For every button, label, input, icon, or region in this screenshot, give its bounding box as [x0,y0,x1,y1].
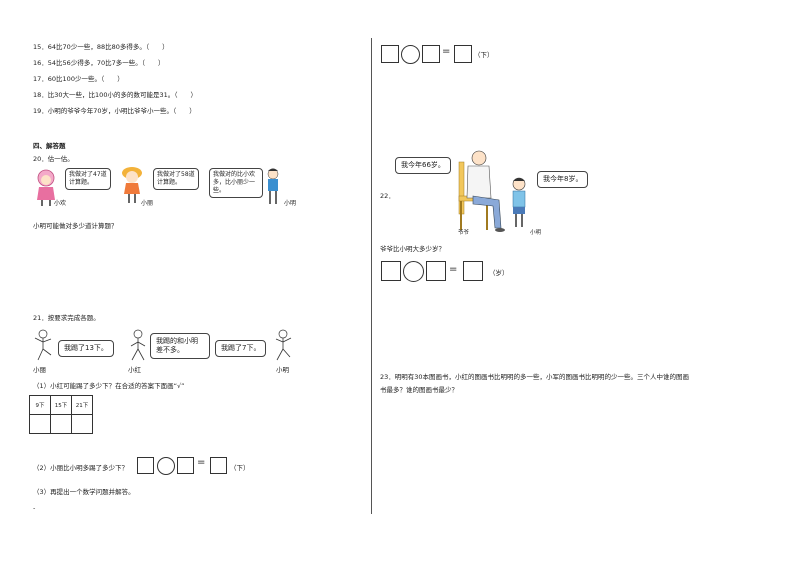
equals-sign: = [442,46,451,57]
name-xiaoli-kick: 小丽 [33,366,46,374]
check-cell[interactable] [71,414,93,434]
question-18: 18．比30大一些，比100小的多的数可能是31。（ ） [33,91,197,99]
grandpa-label: 爷爷 [458,230,470,236]
option-cell: 9下 [29,395,51,415]
check-cell[interactable] [29,414,51,434]
operator-circle[interactable] [403,261,424,282]
speech-bubble-xiaohuan: 我做对了47道计算题。 [65,168,111,190]
question-23-line2: 书最多？谁的图画书最少？ [380,386,458,394]
name-xiaoming-kick: 小明 [276,366,289,374]
answer-options-table: 9下 15下 21下 [29,395,93,434]
question-23-line1: 23．明明有30本图画书，小红的图画书比明明的多一些，小军的图画书比明明的少一些… [380,373,690,381]
check-cell[interactable] [50,414,72,434]
girl-xiaoli-illustration [122,167,142,203]
boy-xiaoming-illustration [267,168,279,204]
girl-kicking-shuttlecock-illustration [34,329,52,361]
boy-xiaoming-standing-illustration [512,177,526,227]
speech-bubble-grandpa: 我今年66岁。 [395,157,451,174]
result-box[interactable] [454,45,472,63]
question-20-ask: 小明可能做对多少道计算题？ [33,222,118,230]
name-xiaohong: 小红 [128,366,141,374]
operator-circle[interactable] [157,457,175,475]
speech-bubble-xiaoli: 我做对了58道计算题。 [153,168,199,190]
unit-label: （岁） [489,269,509,277]
question-19: 19．小明的爷爷今年70岁，小明比爷爷小一些。（ ） [33,107,196,115]
question-20: 20．估一估。 [33,155,74,163]
speech-bubble-xiaoli-kick: 我踢了13下。 [58,340,114,357]
speech-bubble-xiaoming-kick: 我踢了7下。 [215,340,267,357]
question-16: 16．54比56少得多，70比7多一些。（ ） [33,59,165,67]
question-22-ask: 爷爷比小明大多少岁？ [380,245,445,253]
boy-xiaoming-kicking-illustration [275,329,292,361]
name-xiaoli: 小丽 [141,200,154,207]
section-heading: 四、解答题 [33,142,66,150]
question-15: 15．64比70少一些，88比80多得多。（ ） [33,43,169,51]
question-22: 22． [380,192,395,200]
name-xiaoming: 小明 [284,200,297,207]
answer-box[interactable] [426,261,446,281]
column-divider [371,38,372,514]
answer-box[interactable] [422,45,440,63]
result-box[interactable] [210,457,227,474]
name-xiaohuan: 小欢 [54,200,67,207]
question-21-part2: （2）小丽比小明多踢了多少下？ [33,464,129,472]
speech-bubble-xiaoming: 我做对的比小欢多，比小丽少一些。 [209,168,263,198]
speech-bubble-xiaohong: 我踢的和小明差不多。 [150,333,210,359]
question-21-part1: （1）小红可能踢了多少下？在合适的答案下面画“√” [33,382,185,390]
question-21: 21．按要求完成各题。 [33,314,100,322]
answer-box[interactable] [177,457,194,474]
unit-label: （下） [230,464,250,472]
option-cell: 15下 [50,395,72,415]
answer-box[interactable] [137,457,154,474]
answer-box[interactable] [381,261,401,281]
equals-sign: = [449,264,458,275]
answer-box[interactable] [381,45,399,63]
girl-xiaohong-kicking-illustration [130,329,146,361]
boy-label: 小明 [530,230,542,236]
speech-bubble-boy: 我今年8岁。 [537,171,589,188]
question-17: 17．60比100少一些。（ ） [33,75,124,83]
question-21-part3: （3）再提出一个数学问题并解答。 [33,488,135,496]
result-box[interactable] [463,261,483,281]
page-mark: - [33,504,36,512]
equals-sign: = [197,457,206,468]
operator-circle[interactable] [401,45,420,64]
option-cell: 21下 [71,395,93,415]
unit-label: （下） [474,51,494,59]
girl-xiaohuan-illustration [37,169,55,206]
grandpa-on-chair-illustration [458,150,505,232]
